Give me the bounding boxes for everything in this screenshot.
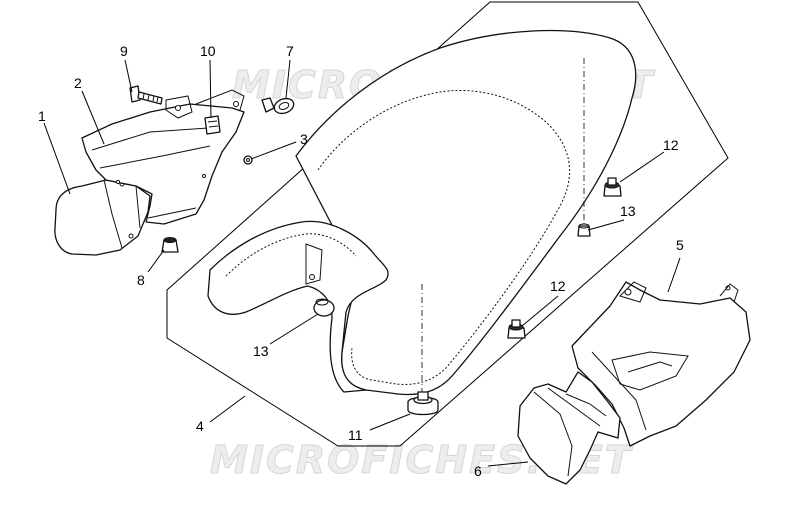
- inner-panel-part-6: [517, 371, 621, 485]
- callout-7: 7: [286, 43, 294, 59]
- grommet-part-7: [261, 97, 295, 115]
- seat-assembly-frame: [166, 1, 729, 447]
- right-side-cover-part-5: [571, 281, 751, 447]
- grommet-part-12-lower: [507, 319, 526, 339]
- bolt-part-9: [129, 85, 163, 105]
- callout-11: 11: [348, 427, 363, 443]
- buffer-part-13-left: [313, 298, 335, 317]
- callout-13-left: 13: [253, 343, 269, 359]
- callout-3: 3: [300, 131, 308, 147]
- left-bracket-part-2: [81, 89, 245, 225]
- callout-12-lower: 12: [550, 278, 566, 294]
- clip-nut-part-10: [204, 115, 221, 135]
- left-side-cover-part-1: [54, 179, 151, 256]
- washer-part-3: [243, 155, 253, 165]
- leader-lines: [43, 59, 681, 467]
- buffer-part-11: [407, 391, 439, 416]
- callout-13-right: 13: [620, 203, 636, 219]
- callout-5: 5: [676, 237, 684, 253]
- callout-4: 4: [196, 418, 204, 434]
- seat-part-4: [207, 29, 637, 396]
- callout-6: 6: [474, 463, 482, 479]
- callout-12-upper: 12: [663, 137, 679, 153]
- callout-2: 2: [74, 75, 82, 91]
- callout-1: 1: [38, 108, 46, 124]
- nut-part-13-right: [577, 223, 591, 237]
- callout-10: 10: [200, 43, 216, 59]
- callout-9: 9: [120, 43, 128, 59]
- rubber-buffer-part-8: [161, 237, 179, 253]
- callout-8: 8: [137, 272, 145, 288]
- grommet-part-12-upper: [603, 177, 622, 197]
